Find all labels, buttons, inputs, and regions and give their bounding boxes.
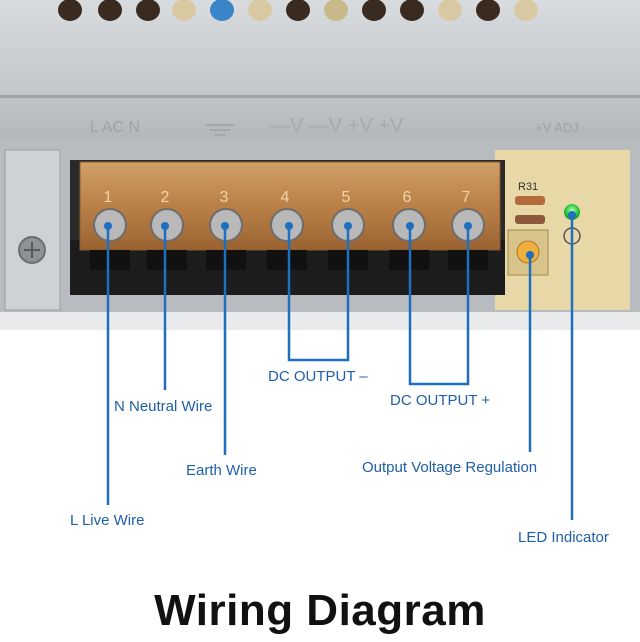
label-dc-output-positive: DC OUTPUT + xyxy=(390,392,491,409)
leader-lines xyxy=(104,211,576,520)
terminal-number-3: 3 xyxy=(220,189,229,206)
housing-top xyxy=(0,0,640,150)
terminal-number-5: 5 xyxy=(342,189,351,206)
terminal-number-7: 7 xyxy=(462,189,471,206)
terminal-cover-marking: L AC N xyxy=(90,119,140,136)
label-earth-wire: Earth Wire xyxy=(186,462,257,479)
terminal-screws xyxy=(93,208,485,242)
dc-marking: —V —V +V +V xyxy=(270,115,404,137)
leader-dc-negative xyxy=(287,226,350,362)
label-live-wire: L Live Wire xyxy=(70,512,145,529)
adjust-marking: +V ADJ xyxy=(535,120,579,135)
side-bracket xyxy=(4,149,61,311)
page-title: Wiring Diagram xyxy=(154,586,486,635)
terminal-number-1: 1 xyxy=(104,189,113,206)
leader-dc-positive xyxy=(408,226,470,386)
power-supply-photo: L AC N —V —V +V +V +V ADJ R31 1 2 3 4 5 … xyxy=(0,0,640,330)
label-output-voltage-regulation: Output Voltage Regulation xyxy=(362,459,538,476)
label-led-indicator: LED Indicator xyxy=(518,529,609,546)
terminal-number-4: 4 xyxy=(281,189,290,206)
terminal-number-6: 6 xyxy=(403,189,412,206)
earth-symbol-icon xyxy=(205,124,235,136)
resistor-label: R31 xyxy=(518,181,538,193)
label-dc-output-negative: DC OUTPUT – xyxy=(268,368,368,385)
label-neutral-wire: N Neutral Wire xyxy=(114,398,213,415)
terminal-number-2: 2 xyxy=(161,189,170,206)
terminal-teeth xyxy=(90,250,488,270)
vent-holes xyxy=(58,0,538,21)
